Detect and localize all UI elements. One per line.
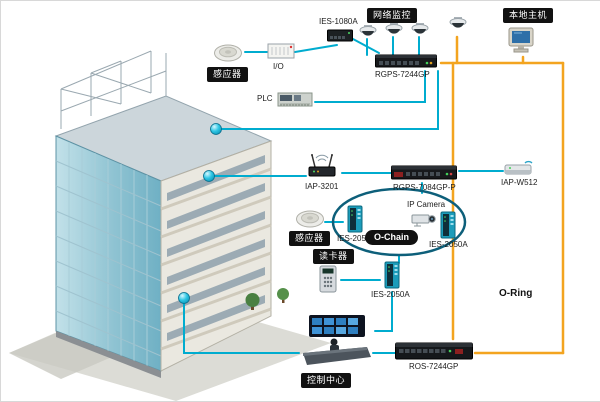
label-ies-2050a-1: IES-2050A [337, 234, 376, 243]
building-base [56, 331, 161, 378]
label-iap-3201: IAP-3201 [305, 182, 339, 191]
o-ring-lines [439, 35, 565, 355]
label-ros-7244gp: ROS-7244GP [409, 362, 459, 371]
switch-ies-2050a-icon [382, 261, 402, 289]
host-monitor-icon [507, 27, 537, 55]
switch-ros-7244gp-icon [395, 339, 473, 363]
switch-ies-2050a-icon [345, 205, 365, 233]
switch-ies-2050a-icon [438, 211, 458, 239]
wireless-ap-iap-3201-icon [305, 153, 339, 181]
label-iap-w512: IAP-W512 [501, 178, 538, 187]
glass-floor-lines [55, 160, 162, 357]
window-strips [167, 155, 265, 341]
label-plc: PLC [257, 94, 273, 103]
dome-camera-icon [385, 23, 403, 38]
control-center-console-icon [301, 315, 373, 369]
scaffolding-lines [60, 50, 167, 129]
dome-camera-icon [359, 25, 377, 40]
card-reader-icon [318, 265, 338, 293]
floor-ledges [160, 167, 272, 351]
ip-camera-icon [411, 211, 437, 227]
label-local-host: 本地主机 [503, 8, 554, 23]
o-chain-ring [331, 187, 467, 257]
label-rgps-7244gp: RGPS-7244GP [375, 70, 430, 79]
label-control-center: 控制中心 [301, 373, 352, 388]
trees [245, 288, 289, 310]
wireless-client-iap-w512-icon [503, 157, 535, 177]
switch-ies-1080a-icon [327, 29, 353, 42]
io-module-icon [267, 41, 295, 61]
switch-rgps-7244gp-icon [375, 53, 437, 69]
dome-camera-icon [449, 17, 467, 32]
label-rgps-7084gp-p: RGPS-7084GP-P [393, 183, 456, 192]
label-sensor-top: 感应器 [207, 67, 248, 82]
lan-lines [183, 36, 504, 354]
plc-icon [277, 91, 313, 109]
label-o-chain: O-Chain [365, 230, 418, 245]
switch-rgps-7084gp-p-icon [391, 163, 457, 181]
label-ies-2050a-2: IES-2050A [429, 240, 468, 249]
label-ip-camera: IP Camera [407, 200, 446, 209]
label-card-reader: 读卡器 [313, 249, 354, 264]
label-network-monitoring: 网络监控 [367, 8, 418, 23]
glass-mullions [68, 142, 148, 366]
smoke-sensor-icon [295, 209, 325, 229]
label-ies-2050a-3: IES-2050A [371, 290, 410, 299]
label-ies-1080a: IES-1080A [319, 17, 358, 26]
smoke-sensor-icon [213, 43, 243, 63]
dome-camera-icon [411, 23, 429, 38]
label-sensor-mid: 感应器 [289, 231, 330, 246]
label-io: I/O [273, 62, 284, 71]
label-o-ring: O-Ring [499, 288, 533, 299]
network-nodes [178, 123, 222, 304]
